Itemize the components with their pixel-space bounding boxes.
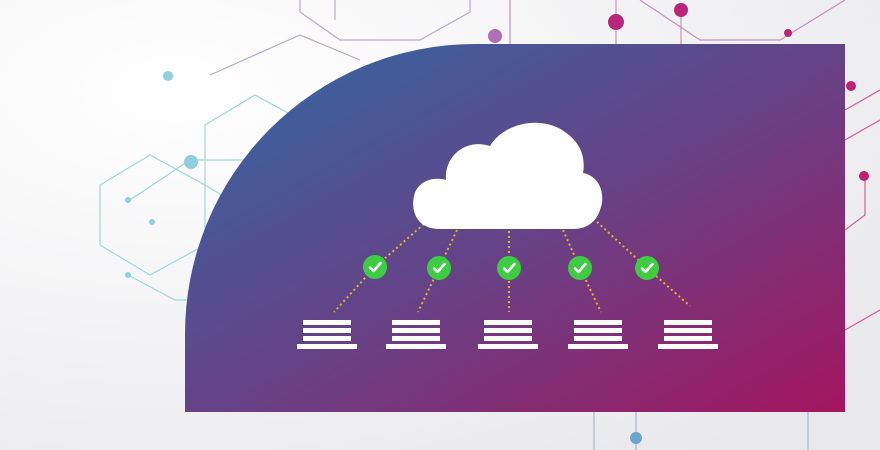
server-slab: [664, 336, 712, 341]
server-endpoints: [297, 320, 718, 349]
circuit-nodes-right: [846, 81, 869, 181]
circuit-line: [639, 0, 846, 41]
circuit-line: [844, 175, 866, 231]
server-base: [297, 344, 357, 349]
circuit-node: [149, 219, 155, 225]
badge-circle: [568, 256, 592, 280]
server-base: [386, 344, 446, 349]
badge-circle: [497, 256, 521, 280]
server-stack-icon: [386, 320, 446, 349]
circuit-node: [184, 155, 198, 169]
server-stack-icon: [568, 320, 628, 349]
circuit-node: [846, 81, 856, 91]
status-badges: [363, 255, 659, 280]
server-slab: [303, 336, 351, 341]
badge-circle: [363, 255, 387, 279]
server-stack-icon: [478, 320, 538, 349]
circuit-nodes-left: [125, 71, 198, 278]
cloud-icon: [413, 122, 603, 229]
circuit-node: [630, 432, 642, 444]
server-slab: [574, 320, 622, 325]
dotted-connector: [596, 221, 691, 307]
circuit-node: [125, 197, 131, 203]
server-slab: [484, 320, 532, 325]
server-stack-icon: [297, 320, 357, 349]
circuit-line: [209, 34, 361, 76]
circuit-node: [784, 29, 792, 37]
server-stack-icon: [658, 320, 718, 349]
circuit-nodes-top: [488, 3, 792, 43]
server-slab: [664, 320, 712, 325]
server-slab: [574, 328, 622, 333]
circuit-node: [608, 14, 624, 30]
server-slab: [392, 320, 440, 325]
badge-circle: [427, 256, 451, 280]
checkmark-icon: [573, 262, 587, 274]
circuit-node: [859, 171, 869, 181]
status-badge: [635, 256, 659, 280]
server-slab: [303, 328, 351, 333]
checkmark-icon: [640, 262, 654, 274]
server-slab: [484, 328, 532, 333]
server-slab: [574, 336, 622, 341]
server-slab: [303, 320, 351, 325]
badge-circle: [635, 256, 659, 280]
circuit-node: [125, 272, 131, 278]
status-badge: [568, 256, 592, 280]
circuit-line: [844, 309, 880, 331]
checkmark-icon: [368, 261, 382, 273]
circuit-node: [163, 71, 173, 81]
status-badge: [363, 255, 387, 279]
circuit-node: [488, 29, 502, 43]
circuit-line: [844, 89, 880, 111]
server-base: [658, 344, 718, 349]
server-base: [478, 344, 538, 349]
server-slab: [392, 328, 440, 333]
circuit-line: [299, 0, 471, 41]
circuit-pattern-right: [844, 89, 880, 331]
server-slab: [664, 328, 712, 333]
server-slab: [392, 336, 440, 341]
checkmark-icon: [432, 262, 446, 274]
checkmark-icon: [502, 262, 516, 274]
circuit-node: [674, 3, 688, 17]
server-base: [568, 344, 628, 349]
circuit-line: [844, 119, 880, 141]
status-badge: [427, 256, 451, 280]
server-slab: [484, 336, 532, 341]
status-badge: [497, 256, 521, 280]
